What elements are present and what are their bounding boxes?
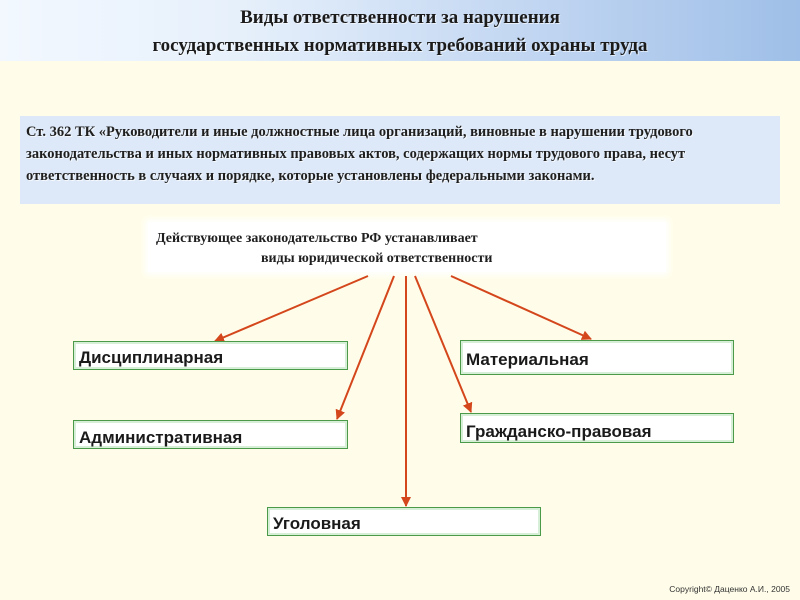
disciplinary-box: Дисциплинарная: [73, 341, 348, 370]
law-quote-box: Ст. 362 ТК «Руководители и иные должност…: [20, 116, 780, 204]
central-statement-box: Действующее законодательство РФ устанавл…: [148, 222, 666, 272]
arrow-to-disciplinary: [214, 275, 369, 343]
title-line-1: Виды ответственности за нарушения: [240, 7, 560, 28]
central-statement-line-2: виды юридической ответственности: [261, 251, 493, 266]
material-box: Материальная: [460, 340, 734, 375]
title-line-2: государственных нормативных требований о…: [152, 35, 648, 56]
central-statement-line-1: Действующее законодательство РФ устанавл…: [156, 231, 478, 246]
law-quote-text: Ст. 362 ТК «Руководители и иные должност…: [26, 124, 693, 184]
copyright-notice: Copyright© Даценко А.И., 2005: [669, 584, 790, 594]
criminal-box: Уголовная: [267, 507, 541, 536]
arrow-to-administrative: [335, 275, 395, 420]
arrow-to-civil: [414, 275, 473, 413]
administrative-box: Административная: [73, 420, 348, 449]
arrow-to-material: [450, 275, 592, 340]
title-banner: Виды ответственности за нарушения госуда…: [0, 0, 800, 61]
civil-law-box: Гражданско-правовая: [460, 413, 734, 443]
